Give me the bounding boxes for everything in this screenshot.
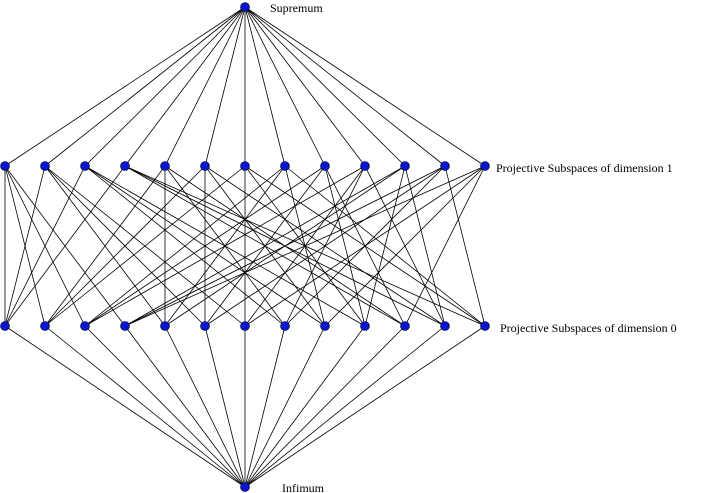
dim0-node-12 bbox=[480, 321, 490, 331]
dim0-node-4 bbox=[160, 321, 170, 331]
edge-point-8-infimum bbox=[244, 325, 326, 488]
edge-line-4-point-1 bbox=[44, 165, 166, 327]
dim0-node-0 bbox=[0, 321, 10, 331]
dim0-node-11 bbox=[440, 321, 450, 331]
infimum-label: Infimum bbox=[282, 481, 325, 493]
dim1-node-3 bbox=[120, 161, 130, 171]
edge-line-6-point-1 bbox=[44, 165, 246, 327]
edge-point-2-infimum bbox=[84, 325, 246, 488]
edge-line-1-point-0 bbox=[4, 165, 46, 327]
edge-line-12-point-6 bbox=[244, 165, 486, 327]
dim1-node-11 bbox=[440, 161, 450, 171]
dim0-node-7 bbox=[280, 321, 290, 331]
dim1-node-12 bbox=[480, 161, 490, 171]
dim1-label: Projective Subspaces of dimension 1 bbox=[496, 161, 673, 175]
lattice-nodes bbox=[0, 2, 490, 492]
infimum-node bbox=[240, 482, 250, 492]
dim0-label: Projective Subspaces of dimension 0 bbox=[500, 321, 677, 335]
dim1-node-2 bbox=[80, 161, 90, 171]
edge-point-12-infimum bbox=[244, 325, 486, 488]
edge-point-1-infimum bbox=[44, 325, 246, 488]
dim1-node-7 bbox=[280, 161, 290, 171]
edge-point-0-infimum bbox=[4, 325, 246, 488]
dim1-node-5 bbox=[200, 161, 210, 171]
edge-line-3-point-0 bbox=[4, 165, 126, 327]
edge-supremum-line-8 bbox=[244, 6, 326, 167]
dim0-node-8 bbox=[320, 321, 330, 331]
edge-point-4-infimum bbox=[164, 325, 246, 488]
dim1-node-8 bbox=[320, 161, 330, 171]
supremum-label: Supremum bbox=[270, 1, 323, 15]
edge-supremum-line-2 bbox=[84, 6, 246, 167]
dim1-node-6 bbox=[240, 161, 250, 171]
dim0-node-3 bbox=[120, 321, 130, 331]
edge-point-5-infimum bbox=[204, 325, 246, 488]
dim0-node-2 bbox=[80, 321, 90, 331]
edge-supremum-line-5 bbox=[204, 6, 246, 167]
edge-line-9-point-2 bbox=[84, 165, 366, 327]
edge-line-8-point-9 bbox=[324, 165, 366, 327]
edge-line-11-point-5 bbox=[204, 165, 446, 327]
edge-line-8-point-2 bbox=[84, 165, 326, 327]
edge-line-7-point-2 bbox=[84, 165, 286, 327]
edge-line-12-point-10 bbox=[404, 165, 486, 327]
dim0-node-1 bbox=[40, 321, 50, 331]
edge-point-3-infimum bbox=[124, 325, 246, 488]
edge-line-12-point-8 bbox=[324, 165, 486, 327]
dim0-node-6 bbox=[240, 321, 250, 331]
edge-point-9-infimum bbox=[244, 325, 366, 488]
edge-line-2-point-0 bbox=[4, 165, 86, 327]
edge-supremum-line-3 bbox=[124, 6, 246, 167]
dim1-node-4 bbox=[160, 161, 170, 171]
dim1-node-0 bbox=[0, 161, 10, 171]
dim1-node-10 bbox=[400, 161, 410, 171]
edge-line-10-point-3 bbox=[124, 165, 406, 327]
edge-supremum-line-9 bbox=[244, 6, 366, 167]
edge-point-10-infimum bbox=[244, 325, 406, 488]
dim1-node-9 bbox=[360, 161, 370, 171]
lattice-edges bbox=[4, 6, 486, 488]
edge-line-5-point-1 bbox=[44, 165, 206, 327]
dim0-node-9 bbox=[360, 321, 370, 331]
edge-line-12-point-3 bbox=[124, 165, 486, 327]
edge-supremum-line-4 bbox=[164, 6, 246, 167]
edge-point-7-infimum bbox=[244, 325, 286, 488]
edge-line-11-point-12 bbox=[444, 165, 486, 327]
dim0-node-5 bbox=[200, 321, 210, 331]
edge-line-10-point-11 bbox=[404, 165, 446, 327]
supremum-node bbox=[240, 2, 250, 12]
edge-supremum-line-1 bbox=[44, 6, 246, 167]
edge-line-11-point-3 bbox=[124, 165, 446, 327]
edge-supremum-line-10 bbox=[244, 6, 406, 167]
edge-supremum-line-12 bbox=[244, 6, 486, 167]
edge-point-11-infimum bbox=[244, 325, 446, 488]
dim1-node-1 bbox=[40, 161, 50, 171]
dim0-node-10 bbox=[400, 321, 410, 331]
edge-supremum-line-7 bbox=[244, 6, 286, 167]
edge-supremum-line-11 bbox=[244, 6, 446, 167]
edge-line-10-point-9 bbox=[364, 165, 406, 327]
edge-supremum-line-0 bbox=[4, 6, 246, 167]
